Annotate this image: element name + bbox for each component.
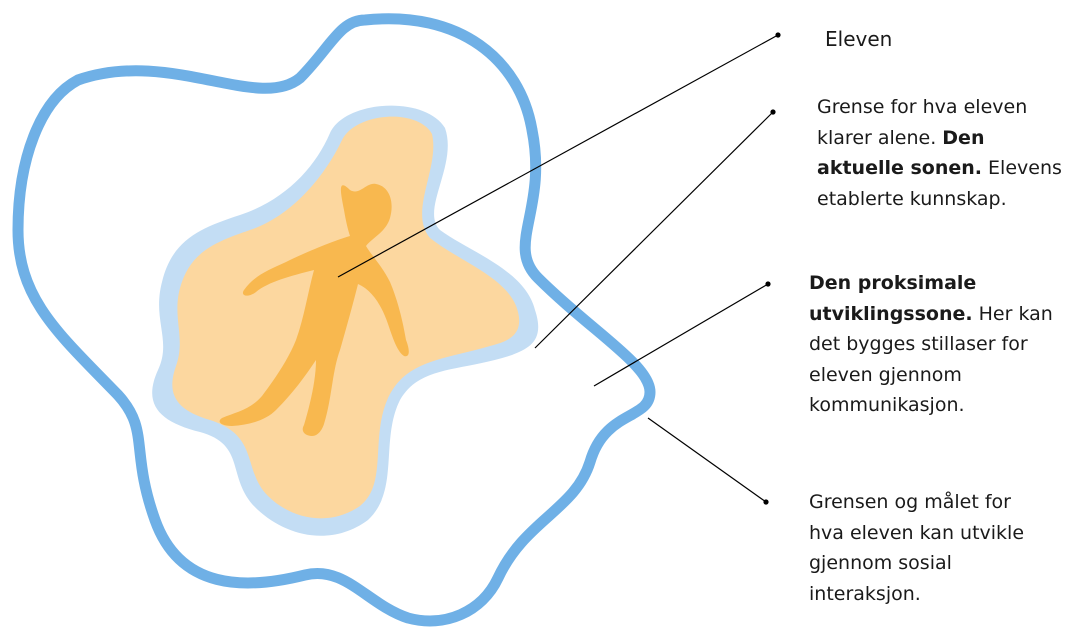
label-actual-zone-line2: klarer alene. Den	[817, 123, 1075, 154]
label-actual-zone-line3-text: Elevens	[982, 157, 1062, 179]
pointer-line-aktuelle	[535, 112, 773, 348]
pointer-line-proksimale	[594, 284, 768, 386]
label-actual-zone-line1: Grense for hva eleven	[817, 92, 1075, 123]
label-actual-zone-line2-bold: Den	[942, 127, 984, 149]
label-actual-zone-line2-text: klarer alene.	[817, 127, 942, 149]
label-outer-boundary: Grensen og målet for hva eleven kan utvi…	[809, 487, 1075, 609]
label-proximal-zone-line1-bold: Den proksimale	[809, 272, 976, 294]
label-proximal-zone-line4: eleven gjennom	[809, 360, 1075, 391]
label-eleven: Eleven	[825, 24, 892, 55]
label-actual-zone-line3: aktuelle sonen. Elevens	[817, 153, 1075, 184]
label-proximal-zone: Den proksimale utviklingssone. Her kan d…	[809, 268, 1075, 421]
label-outer-boundary-line4: interaksjon.	[809, 579, 1075, 610]
pointer-line-grensen	[648, 418, 766, 502]
label-actual-zone-line4: etablerte kunnskap.	[817, 184, 1075, 215]
label-proximal-zone-line2-text: Her kan	[973, 303, 1053, 325]
label-actual-zone: Grense for hva eleven klarer alene. Den …	[817, 92, 1075, 214]
label-proximal-zone-line2-bold: utviklingssone.	[809, 303, 973, 325]
pointer-dot-proksimale	[765, 281, 770, 286]
label-actual-zone-line3-bold: aktuelle sonen.	[817, 157, 982, 179]
label-eleven-text: Eleven	[825, 27, 892, 51]
label-proximal-zone-line1: Den proksimale	[809, 268, 1075, 299]
label-outer-boundary-line2: hva eleven kan utvikle	[809, 518, 1075, 549]
pointer-dot-grensen	[763, 499, 768, 504]
label-outer-boundary-line3: gjennom sosial	[809, 548, 1075, 579]
pointer-dots	[763, 32, 780, 504]
label-outer-boundary-line1: Grensen og målet for	[809, 487, 1075, 518]
pointer-dot-aktuelle	[770, 109, 775, 114]
label-proximal-zone-line3: det bygges stillaser for	[809, 329, 1075, 360]
pointer-dot-eleven	[775, 32, 780, 37]
label-proximal-zone-line2: utviklingssone. Her kan	[809, 299, 1075, 330]
label-proximal-zone-line5: kommunikasjon.	[809, 390, 1075, 421]
